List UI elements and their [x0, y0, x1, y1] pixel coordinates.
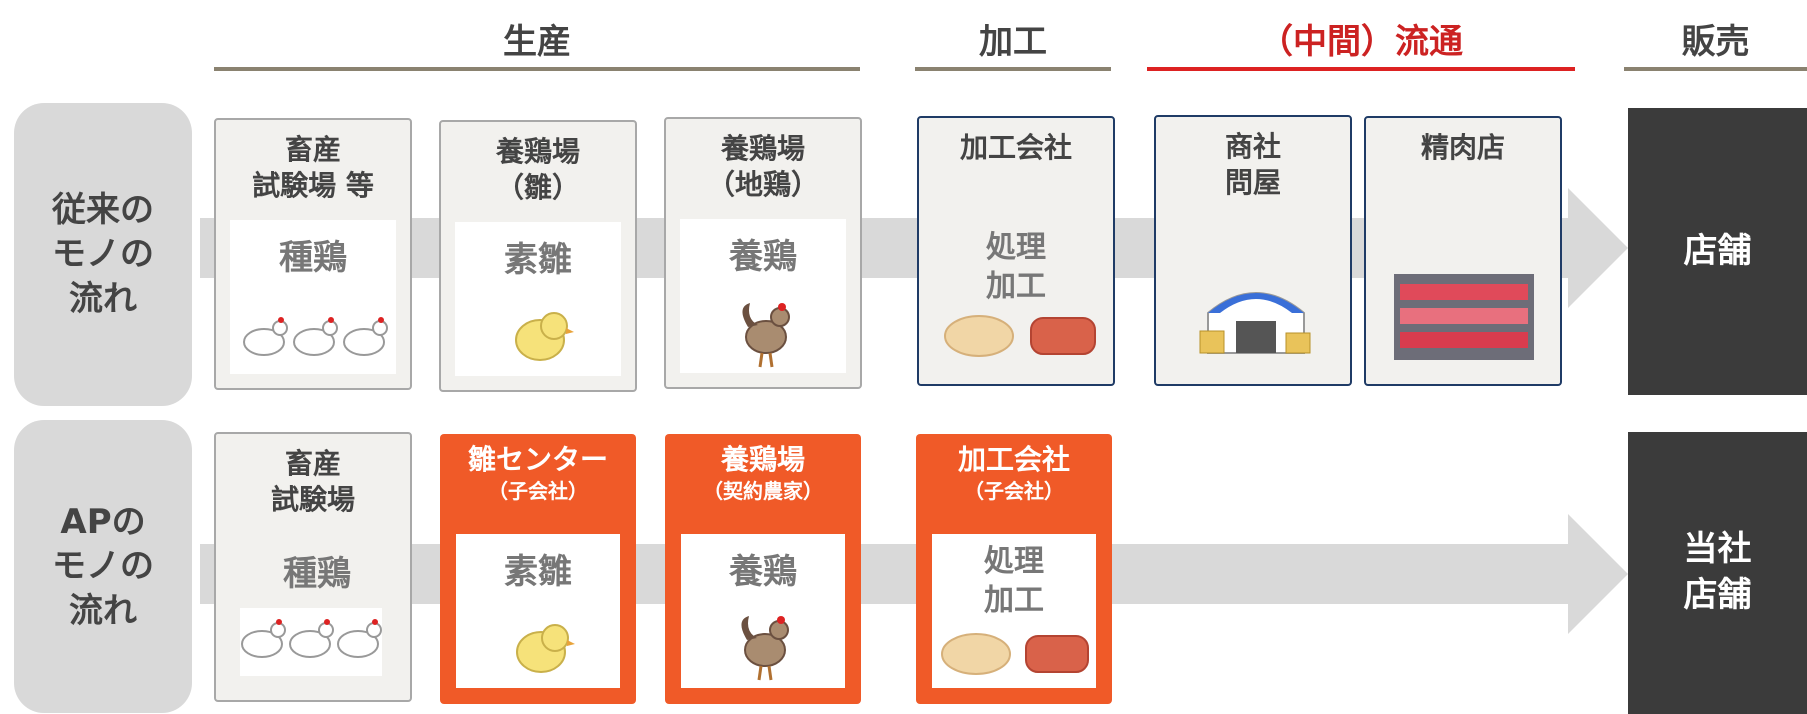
store-own: 当社 店舗: [1628, 432, 1807, 714]
hens-icon: [241, 619, 382, 658]
box-butcher-shop: 精肉店: [1364, 116, 1562, 386]
rooster-icon: [742, 303, 790, 368]
box-hatchery: 養鶏場 （雛） 素雛: [439, 120, 637, 392]
inner-label: 種鶏: [279, 238, 347, 278]
distribution-rule: [1147, 67, 1575, 71]
inner-label: 種鶏: [283, 554, 351, 594]
meat-icon: [941, 633, 1089, 675]
inner-label: 養鶏: [729, 237, 797, 277]
warehouse-icon: [1199, 292, 1311, 354]
box-livestock-lab: 畜産 試験場 等 種鶏: [214, 118, 412, 390]
row-label-conventional: 従来の モノの 流れ: [14, 103, 192, 406]
processing-rule: [915, 67, 1111, 71]
production-rule: [214, 67, 860, 71]
inner-label: 素雛: [504, 240, 572, 280]
flow-band-ap: [200, 544, 1570, 604]
flow-arrowhead-conventional: [1568, 188, 1628, 308]
chick-icon: [516, 624, 575, 673]
box-processing-subsidiary: 加工会社 （子会社） 処理 加工: [916, 434, 1112, 704]
box-processing-company: 加工会社 処理 加工: [917, 116, 1115, 386]
flow-arrowhead-ap: [1568, 514, 1628, 634]
stage-distribution: （中間）流通: [1259, 22, 1463, 62]
row-label-ap: APの モノの 流れ: [14, 420, 192, 713]
box-contract-farm: 養鶏場 （契約農家） 養鶏: [665, 434, 861, 704]
hens-icon: [243, 317, 388, 356]
box-trading-wholesaler: 商社 問屋: [1154, 115, 1352, 386]
meat-icon: [944, 315, 1096, 357]
chick-icon: [515, 312, 574, 361]
box-livestock-lab-ap: 畜産 試験場 種鶏: [214, 432, 412, 702]
store-conventional: 店舗: [1628, 108, 1807, 395]
box-poultry-farm: 養鶏場 （地鶏） 養鶏: [664, 117, 862, 389]
meat-display-icon: [1394, 274, 1534, 360]
stage-production: 生産: [503, 22, 571, 62]
rooster-icon: [741, 616, 789, 681]
sales-rule: [1624, 67, 1807, 71]
inner-label: 養鶏: [729, 552, 797, 592]
inner-label: 素雛: [504, 552, 572, 592]
stage-processing: 加工: [979, 22, 1047, 62]
stage-sales: 販売: [1681, 22, 1750, 62]
box-chick-center: 雛センター （子会社） 素雛: [440, 434, 636, 704]
